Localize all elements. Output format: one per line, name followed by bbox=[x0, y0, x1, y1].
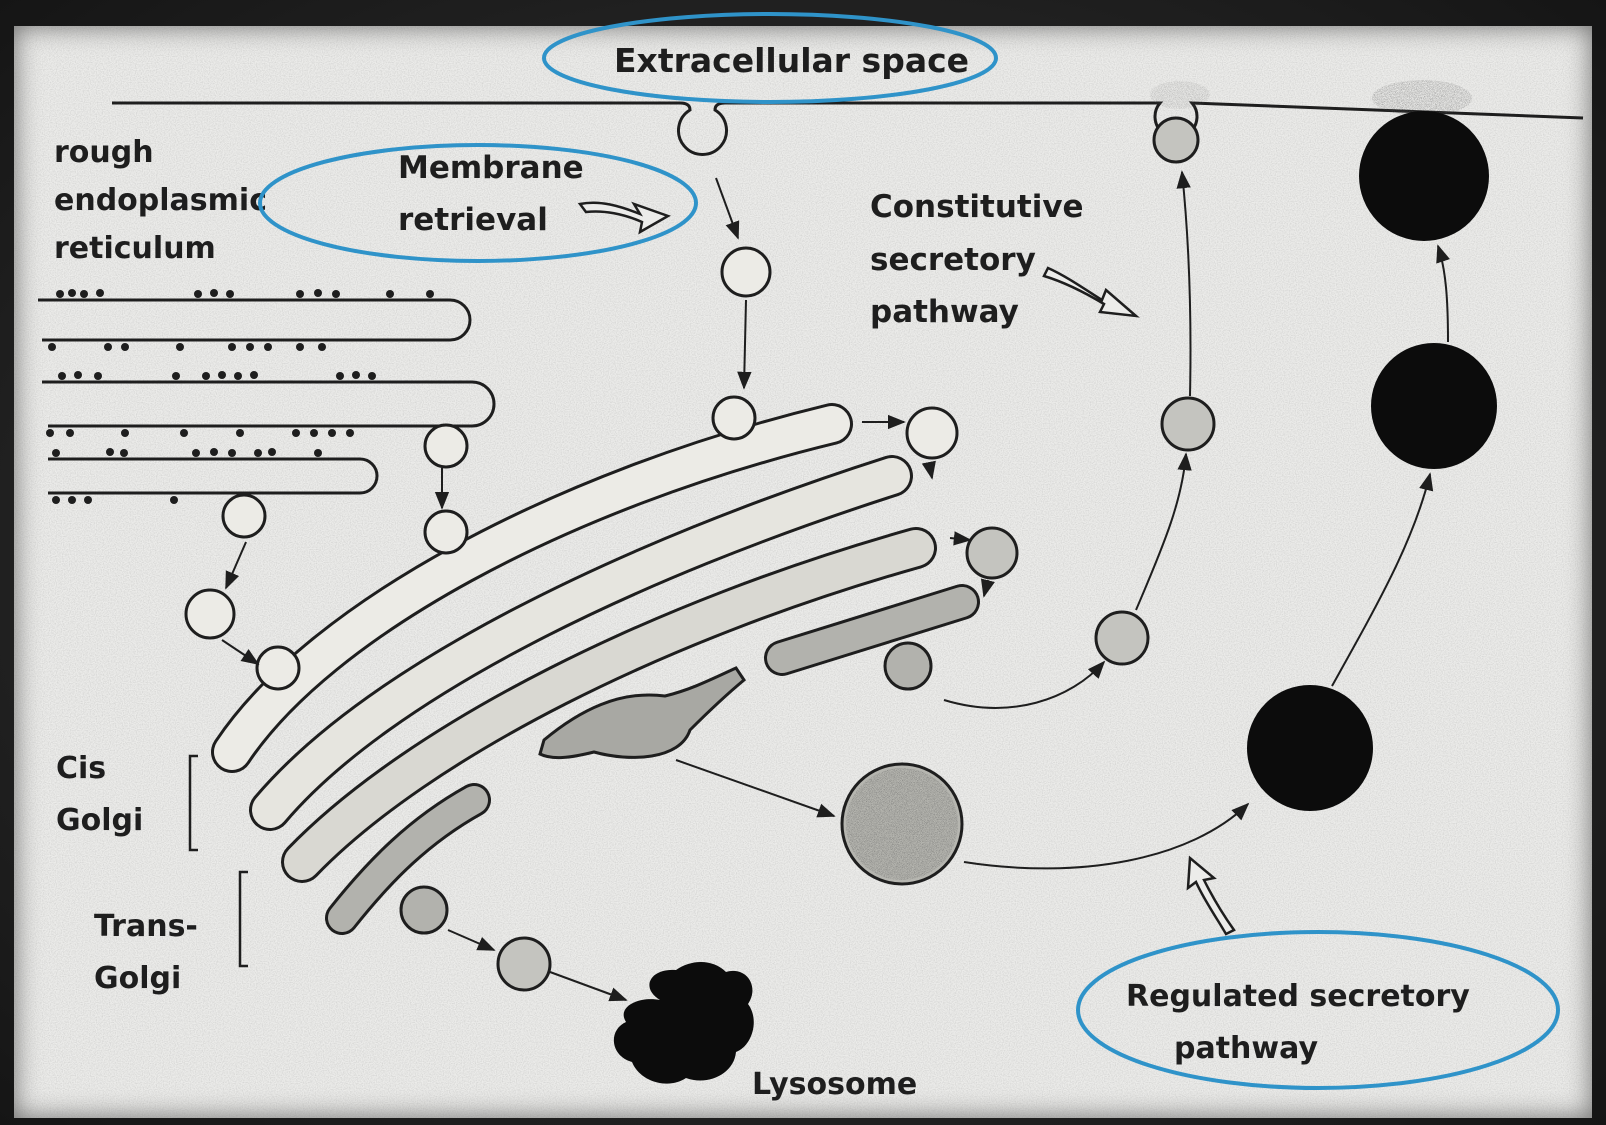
label-cis-golgi-1: Cis bbox=[56, 751, 106, 786]
label-membrane-retrieval-2: retrieval bbox=[398, 202, 548, 238]
secretory-granule-2 bbox=[1372, 344, 1496, 468]
label-cis-golgi-2: Golgi bbox=[56, 803, 143, 838]
retrieval-vesicle bbox=[722, 248, 770, 296]
label-constitutive-1: Constitutive bbox=[870, 189, 1084, 225]
label-rough-er-3: reticulum bbox=[54, 231, 216, 266]
golgi-vesicle bbox=[907, 408, 957, 458]
lysosome-transport-vesicle bbox=[498, 938, 550, 990]
golgi-vesicle-2 bbox=[967, 528, 1017, 578]
label-constitutive-2: secretory bbox=[870, 242, 1036, 278]
constitutive-vesicle-fusing bbox=[1154, 118, 1198, 162]
granule-texture bbox=[846, 768, 958, 880]
label-constitutive-3: pathway bbox=[870, 294, 1019, 330]
constitutive-vesicle-lower bbox=[1096, 612, 1148, 664]
label-rough-er-2: endoplasmic bbox=[54, 183, 267, 218]
label-regulated-2: pathway bbox=[1174, 1031, 1318, 1066]
er-to-golgi-vesicle bbox=[186, 590, 234, 638]
label-trans-golgi-2: Golgi bbox=[94, 961, 181, 996]
constitutive-vesicle-upper bbox=[1162, 398, 1214, 450]
label-rough-er-1: rough bbox=[54, 135, 154, 170]
label-regulated-1: Regulated secretory bbox=[1126, 979, 1470, 1014]
label-membrane-retrieval-1: Membrane bbox=[398, 150, 584, 186]
secretory-granule-1 bbox=[1248, 686, 1372, 810]
label-trans-golgi-1: Trans- bbox=[94, 909, 198, 944]
label-lysosome: Lysosome bbox=[752, 1067, 917, 1102]
label-extracellular-space: Extracellular space bbox=[614, 41, 969, 80]
secretory-granule-3 bbox=[1360, 112, 1488, 240]
